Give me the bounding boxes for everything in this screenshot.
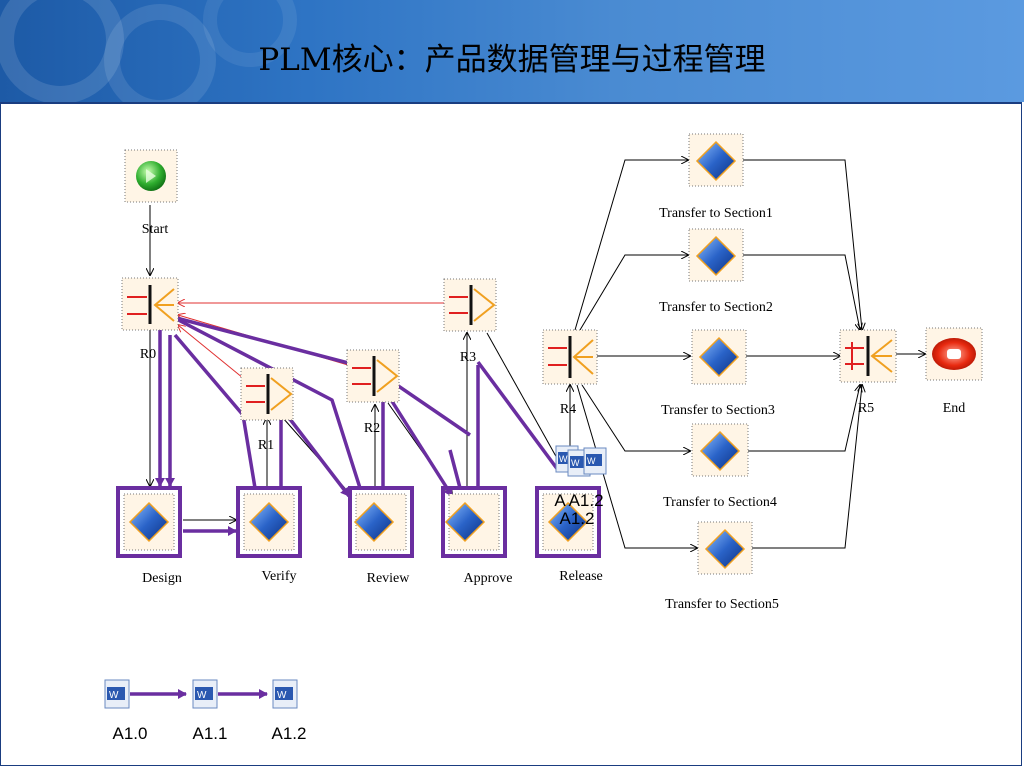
page-title: PLM核心：产品数据管理与过程管理: [258, 42, 766, 78]
document-version-label-2: A1.2: [560, 509, 595, 528]
router-r3[interactable]: R3: [443, 278, 497, 365]
r4-label: R4: [560, 402, 576, 417]
svg-text:W: W: [109, 690, 119, 701]
slide-header: PLM核心：产品数据管理与过程管理: [0, 0, 1024, 102]
version-label: A1.2: [272, 724, 307, 743]
transfer-section5[interactable]: Transfer to Section5: [665, 521, 779, 612]
transfer-section1[interactable]: Transfer to Section1: [659, 133, 773, 221]
svg-text:W: W: [277, 690, 287, 701]
svg-text:W: W: [559, 454, 568, 464]
doc-icon-v1[interactable]: W: [192, 679, 218, 709]
transfer-section2-label: Transfer to Section2: [659, 300, 773, 315]
r5-label: R5: [858, 401, 874, 416]
r3-label: R3: [460, 350, 476, 365]
transfer-section1-label: Transfer to Section1: [659, 206, 773, 221]
activity-verify[interactable]: Verify: [236, 486, 302, 584]
document-version-label: A A1.2: [554, 491, 603, 510]
header-decoration: [0, 0, 297, 102]
router-r4[interactable]: R4: [542, 329, 598, 417]
router-r5[interactable]: R5: [839, 329, 897, 416]
r2-label: R2: [364, 421, 380, 436]
transfer-section3[interactable]: Transfer to Section3: [661, 329, 775, 418]
verify-label: Verify: [262, 569, 297, 584]
transfer-section5-label: Transfer to Section5: [665, 597, 779, 612]
activity-review[interactable]: Review: [348, 486, 414, 586]
start-label: Start: [142, 222, 169, 237]
transfer-section3-label: Transfer to Section3: [661, 403, 775, 418]
router-r1[interactable]: R1: [240, 367, 294, 453]
svg-text:W: W: [587, 456, 596, 466]
doc-icon-v2[interactable]: W: [272, 679, 298, 709]
start-node[interactable]: Start: [124, 149, 178, 237]
end-node[interactable]: End: [925, 327, 983, 416]
r0-label: R0: [140, 347, 156, 362]
router-r0[interactable]: R0: [121, 277, 179, 362]
version-chain: W W W A1.0 A1.1 A1.2: [104, 679, 307, 743]
doc-icon-v0[interactable]: W: [104, 679, 130, 709]
svg-text:W: W: [197, 690, 207, 701]
transfer-section4[interactable]: Transfer to Section4: [663, 423, 777, 510]
approve-label: Approve: [464, 571, 513, 586]
version-label: A1.1: [193, 724, 228, 743]
svg-text:W: W: [571, 458, 580, 468]
content-frame: [0, 102, 1022, 766]
review-label: Review: [367, 571, 411, 586]
activity-design[interactable]: Design: [116, 486, 182, 586]
transfer-section4-label: Transfer to Section4: [663, 495, 777, 510]
document-stack-icon[interactable]: W W W A A1.2 A1.2: [554, 445, 607, 528]
activity-release[interactable]: Release: [535, 486, 603, 584]
r1-label: R1: [258, 438, 274, 453]
release-label: Release: [559, 569, 603, 584]
design-label: Design: [142, 571, 182, 586]
transfer-section2[interactable]: Transfer to Section2: [659, 228, 773, 315]
activity-approve[interactable]: Approve: [441, 486, 513, 586]
connectors: [150, 160, 925, 548]
end-label: End: [943, 401, 966, 416]
version-label: A1.0: [113, 724, 148, 743]
router-r2[interactable]: R2: [346, 349, 400, 436]
